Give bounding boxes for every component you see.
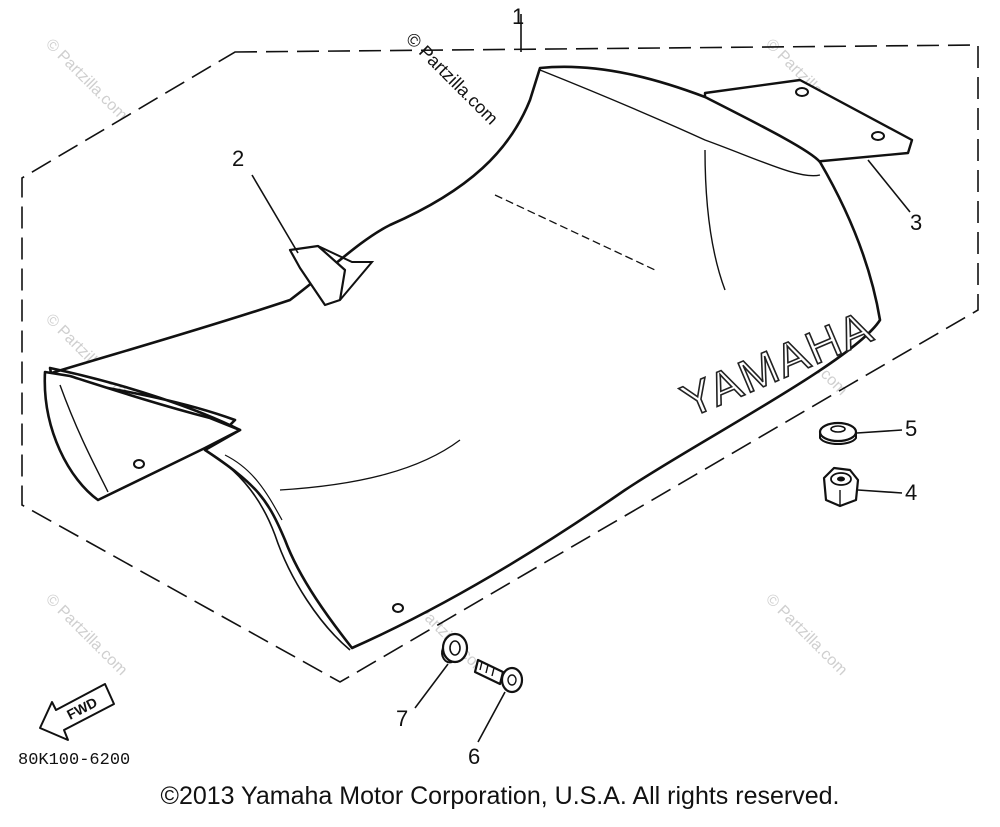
callout-3: 3 [910,210,922,235]
strap-clip [288,244,375,307]
callout-2-leader [251,174,299,254]
watermark-dark: © Partzilla.com [402,29,502,129]
watermark: © Partzilla.com [762,591,850,679]
callout-5-leader [856,429,903,434]
exploded-view-drawing: © Partzilla.com © Partzilla.com © Partzi… [18,4,979,770]
drawing-code: 80K100-6200 [18,751,130,770]
callout-7: 7 [396,706,408,731]
forward-arrow: FWD [39,683,115,741]
callout-2: 2 [232,146,244,171]
watermark: © Partzilla.com [42,591,130,679]
watermark: © Partzilla.com [42,36,130,124]
callout-1: 1 [512,4,524,29]
assembly-boundary [21,44,979,683]
bolt [473,658,524,694]
callout-7-leader [414,663,449,709]
callout-5: 5 [905,416,917,441]
collar [441,632,469,664]
washer [818,421,858,445]
callout-6-leader [477,691,506,743]
callout-4: 4 [905,480,917,505]
seat-assembly: YAMAHA [43,65,881,651]
front-hook [43,370,242,502]
callout-4-leader [857,489,903,494]
nut [822,466,860,508]
callout-3-leader [867,159,911,213]
copyright-notice: ©2013 Yamaha Motor Corporation, U.S.A. A… [160,782,840,810]
callout-6: 6 [468,744,480,769]
